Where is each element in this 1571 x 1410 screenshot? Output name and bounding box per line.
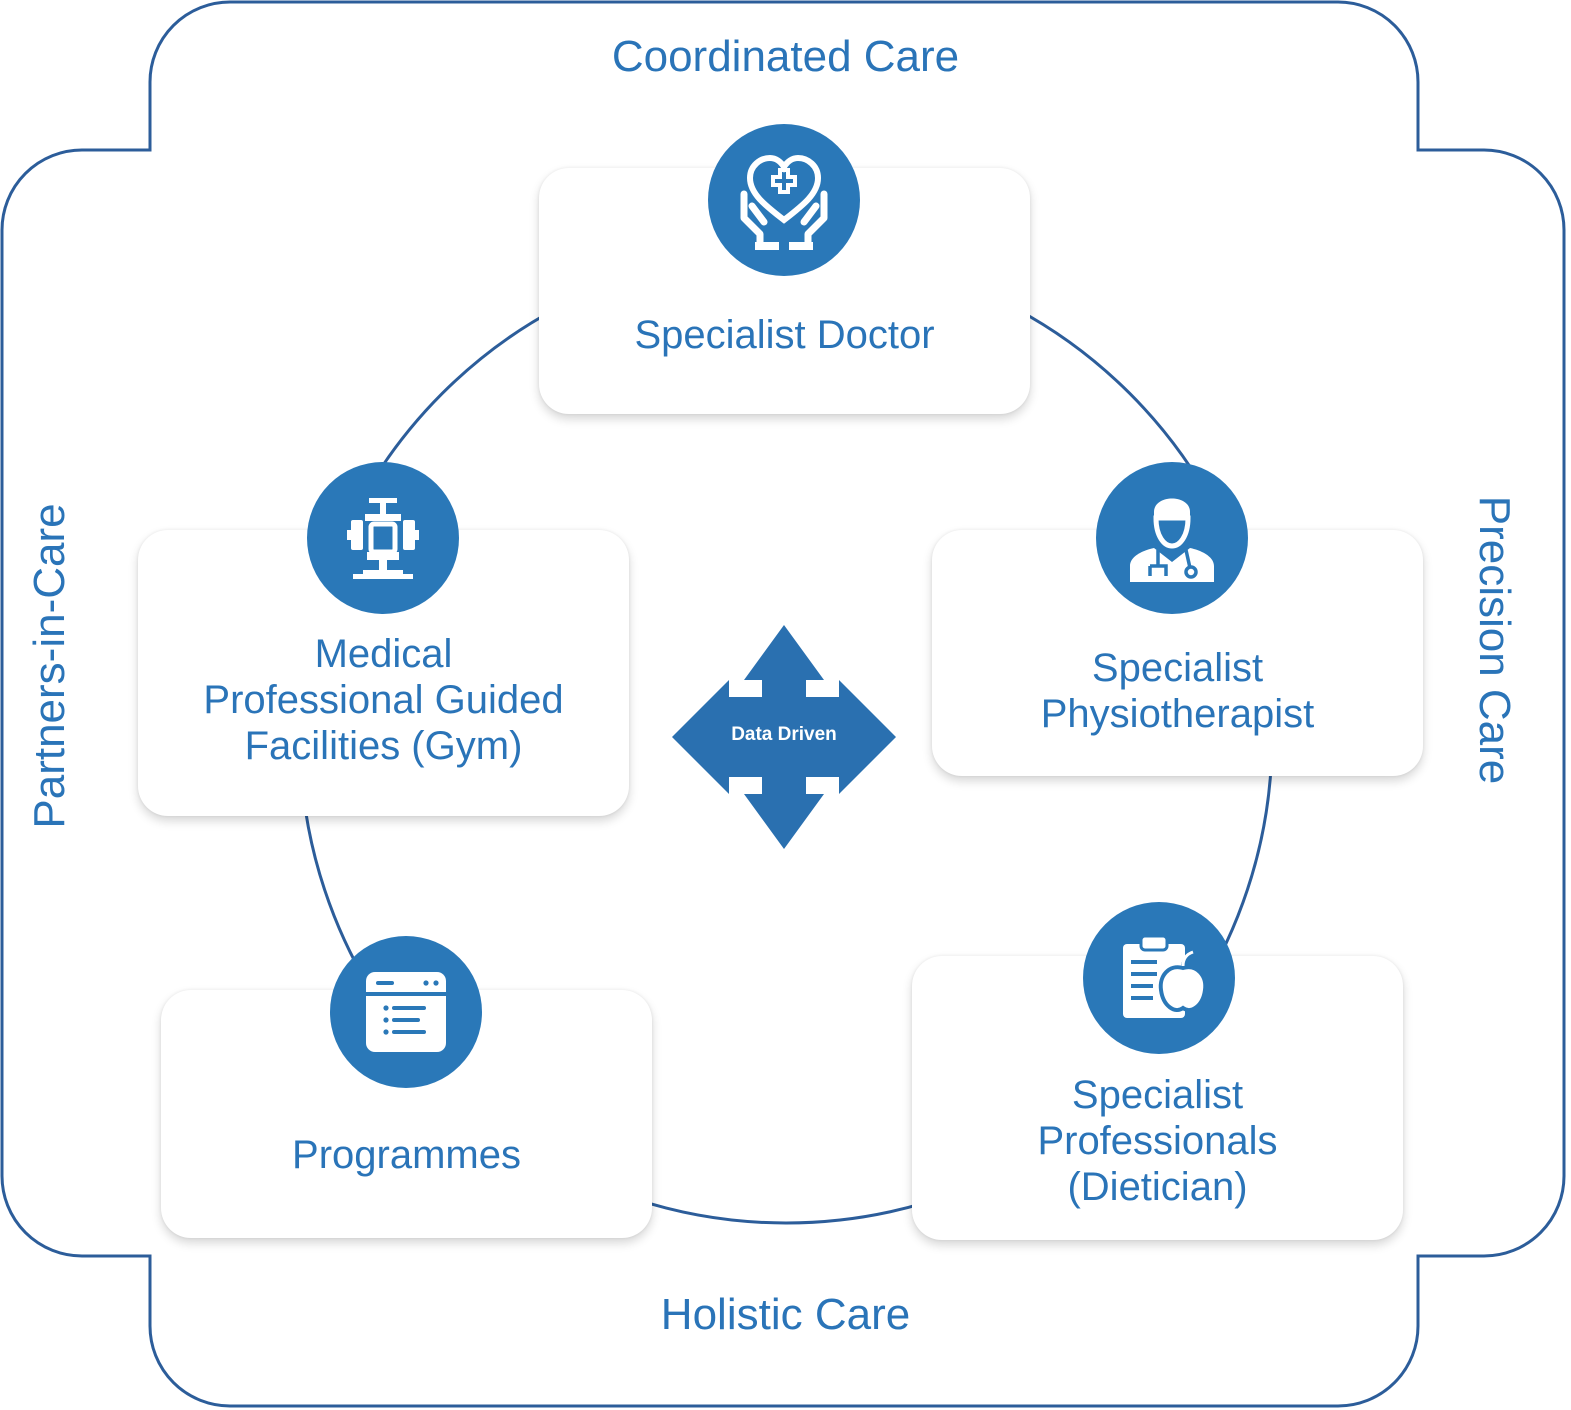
card-gym: Medical Professional Guided Facilities (… <box>138 530 629 816</box>
holistic-care-label: Holistic Care <box>660 1290 911 1339</box>
card-label: Specialist Physiotherapist <box>1040 646 1315 736</box>
doctor-icon <box>1096 462 1248 614</box>
card-label: Specialist Doctor <box>634 313 935 357</box>
four-way-arrow-icon <box>672 625 896 849</box>
card-label: Programmes <box>292 1133 521 1177</box>
partners-in-care-label: Partners-in-Care <box>25 503 74 829</box>
coordinated-care-label: Coordinated Care <box>611 32 960 81</box>
card-label: Medical Professional Guided Facilities (… <box>203 632 564 768</box>
heart-hands-icon <box>708 124 860 276</box>
gym-machine-icon <box>307 462 459 614</box>
clipboard-apple-icon <box>1083 902 1235 1054</box>
data-driven-label: Data Driven <box>731 724 837 745</box>
browser-list-icon <box>330 936 482 1088</box>
precision-care-label: Precision Care <box>1470 495 1519 785</box>
card-label: Specialist Professionals (Dietician) <box>1037 1073 1278 1209</box>
